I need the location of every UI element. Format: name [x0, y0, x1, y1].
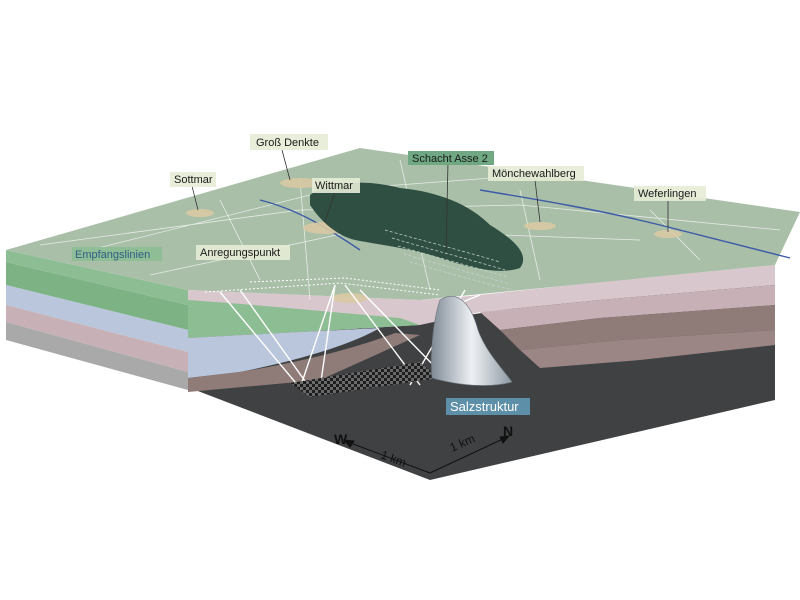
front-face-strata — [188, 265, 775, 392]
svg-text:Anregungspunkt: Anregungspunkt — [200, 247, 280, 259]
reflector-horizon — [290, 362, 438, 397]
svg-text:Schacht Asse 2: Schacht Asse 2 — [412, 153, 488, 165]
label-wittmar: Wittmar — [312, 178, 360, 193]
survey-lines — [384, 229, 513, 291]
compass-north: N — [503, 423, 513, 439]
svg-text:Weferlingen: Weferlingen — [638, 188, 697, 200]
label-leaders — [191, 149, 669, 253]
svg-text:Salzstruktur: Salzstruktur — [450, 399, 519, 414]
svg-text:Empfangslinien: Empfangslinien — [75, 249, 150, 261]
scale-compass — [342, 435, 511, 474]
label-sottmar: Sottmar — [170, 172, 216, 187]
label-schacht-asse-2: Schacht Asse 2 — [408, 151, 494, 165]
svg-text:Mönchewahlberg: Mönchewahlberg — [492, 168, 576, 180]
label-weferlingen: Weferlingen — [634, 186, 706, 201]
label-gross-denkte: Groß Denkte — [250, 134, 328, 150]
label-anregungspunkt: Anregungspunkt — [196, 245, 290, 260]
river — [259, 189, 791, 259]
svg-text:Wittmar: Wittmar — [315, 180, 353, 192]
forest-area — [310, 182, 524, 271]
svg-text:Sottmar: Sottmar — [174, 174, 213, 186]
left-face-strata — [6, 250, 188, 390]
salt-structure — [431, 295, 513, 386]
label-empfangslinien: Empfangslinien — [72, 247, 162, 261]
label-moenchewahlberg: Mönchewahlberg — [488, 166, 584, 181]
empfangslinien-lines — [204, 277, 441, 296]
svg-text:Groß Denkte: Groß Denkte — [256, 137, 319, 149]
compass-west: W — [334, 431, 348, 447]
villages — [186, 178, 682, 303]
label-salzstruktur: Salzstruktur — [446, 398, 530, 415]
